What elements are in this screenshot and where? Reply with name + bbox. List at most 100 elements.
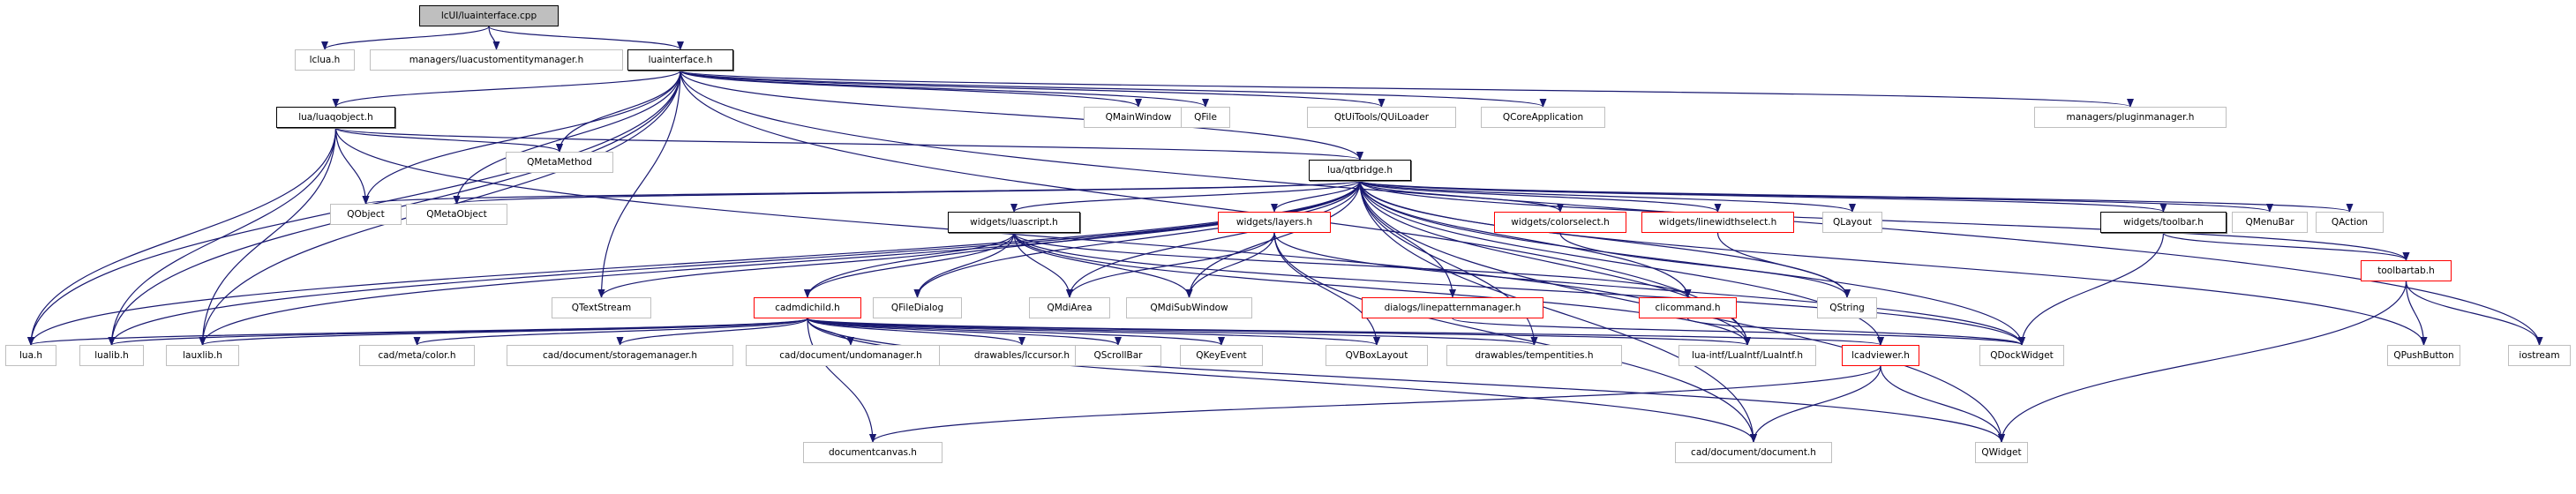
edge-cadmdichild-to-lccursor bbox=[807, 318, 1025, 346]
edge-luascript-to-qdockwidget bbox=[1013, 232, 2025, 346]
node-qaction[interactable]: QAction bbox=[2316, 212, 2384, 233]
edge-luaqobj-to-lauxlib bbox=[199, 127, 337, 346]
edge-cadmdichild-to-qvbox bbox=[807, 318, 1380, 346]
node-document[interactable]: cad/document/document.h bbox=[1675, 442, 1832, 463]
edge-luaif-to-pluginmgr bbox=[680, 70, 2134, 108]
edge-root-to-luaif bbox=[488, 26, 684, 50]
edge-toolbartab-to-iostream bbox=[2405, 281, 2543, 346]
edge-toolbar-to-toolbartab bbox=[2162, 232, 2410, 261]
node-qmenubar[interactable]: QMenuBar bbox=[2232, 212, 2308, 233]
edge-toolbartab-to-qpushbutton bbox=[2405, 281, 2428, 346]
edge-luascript-to-cadmdichild bbox=[804, 232, 1015, 298]
node-qfile[interactable]: QFile bbox=[1181, 107, 1230, 128]
edge-lcadviewer-to-document bbox=[1750, 365, 1881, 443]
edge-qtbridge-to-qaction bbox=[1359, 180, 2353, 213]
node-iostream[interactable]: iostream bbox=[2508, 345, 2571, 366]
edge-luaqobj-to-qobject bbox=[334, 127, 370, 205]
node-qwidget[interactable]: QWidget bbox=[1975, 442, 2028, 463]
edge-linewidth-to-qstring bbox=[1716, 232, 1851, 298]
edge-luaif-to-qmetaobject bbox=[453, 70, 681, 205]
edge-qtbridge-to-qlayout bbox=[1359, 180, 1856, 213]
node-linewidth[interactable]: widgets/linewidthselect.h bbox=[1641, 212, 1794, 233]
node-qmdisub[interactable]: QMdiSubWindow bbox=[1126, 297, 1252, 318]
node-qdockwidget[interactable]: QDockWidget bbox=[1979, 345, 2064, 366]
edge-cadmdichild-to-qscrollbar bbox=[807, 318, 1122, 346]
node-qtbridge[interactable]: lua/qtbridge.h bbox=[1309, 160, 1411, 181]
node-layers[interactable]: widgets/layers.h bbox=[1218, 212, 1331, 233]
node-qmetaobject[interactable]: QMetaObject bbox=[406, 204, 507, 225]
edge-toolbar-to-qdockwidget bbox=[2018, 232, 2165, 346]
node-luaif[interactable]: luainterface.h bbox=[627, 49, 733, 71]
node-luaqobj[interactable]: lua/luaqobject.h bbox=[276, 107, 395, 128]
node-undo[interactable]: cad/document/undomanager.h bbox=[746, 345, 956, 366]
node-qkeyevent[interactable]: QKeyEvent bbox=[1180, 345, 1263, 366]
node-toolbartab[interactable]: toolbartab.h bbox=[2361, 260, 2452, 281]
edge-qtbridge-to-qpushbutton bbox=[1359, 180, 2428, 346]
edge-luascript-to-clicommand bbox=[1013, 232, 1692, 298]
node-qobject[interactable]: QObject bbox=[330, 204, 402, 225]
node-linepattern[interactable]: dialogs/linepatternmanager.h bbox=[1362, 297, 1543, 318]
edge-luaif-to-qcoreapp bbox=[680, 70, 1547, 108]
edge-qtbridge-to-layers bbox=[1271, 180, 1361, 213]
edge-qtbridge-to-tempent bbox=[1359, 180, 1538, 346]
node-lualib[interactable]: lualib.h bbox=[79, 345, 144, 366]
node-qstring[interactable]: QString bbox=[1817, 297, 1877, 318]
edge-cadmdichild-to-storage bbox=[616, 318, 808, 346]
edge-cadmdichild-to-qkeyevent bbox=[807, 318, 1225, 346]
edge-qtbridge-to-lualib bbox=[108, 180, 1361, 346]
node-quiloader[interactable]: QtUiTools/QUiLoader bbox=[1307, 107, 1456, 128]
node-luacem[interactable]: managers/luacustomentitymanager.h bbox=[370, 49, 623, 71]
node-root[interactable]: lcUI/luainterface.cpp bbox=[419, 5, 559, 26]
edge-cadmdichild-to-qwidget bbox=[807, 318, 2005, 443]
edge-luascript-to-luaintf bbox=[1013, 232, 1751, 346]
node-qfiledialog[interactable]: QFileDialog bbox=[873, 297, 962, 318]
node-colorselect[interactable]: widgets/colorselect.h bbox=[1494, 212, 1626, 233]
node-qmetamethod[interactable]: QMetaMethod bbox=[506, 152, 613, 173]
edge-colorselect-to-qstring bbox=[1559, 232, 1851, 298]
edge-qtbridge-to-qmetaobject bbox=[454, 180, 1361, 205]
node-luah[interactable]: lua.h bbox=[5, 345, 56, 366]
edge-layers-to-qmdiarea bbox=[1066, 232, 1275, 298]
node-cadmdichild[interactable]: cadmdichild.h bbox=[754, 297, 861, 318]
node-doccanvas[interactable]: documentcanvas.h bbox=[803, 442, 943, 463]
edge-luaif-to-qfile bbox=[680, 70, 1209, 108]
node-color[interactable]: cad/meta/color.h bbox=[359, 345, 475, 366]
node-lauxlib[interactable]: lauxlib.h bbox=[166, 345, 239, 366]
edge-luascript-to-qmdisub bbox=[1013, 232, 1193, 298]
node-toolbar[interactable]: widgets/toolbar.h bbox=[2100, 212, 2227, 233]
node-qtextstream[interactable]: QTextStream bbox=[552, 297, 651, 318]
edge-luaif-to-qmainwin bbox=[680, 70, 1142, 108]
node-lclua[interactable]: lclua.h bbox=[295, 49, 355, 71]
edge-layers-to-qmdisub bbox=[1185, 232, 1275, 298]
edge-qtbridge-to-qdockwidget bbox=[1359, 180, 2025, 346]
edge-lcadviewer-to-doccanvas bbox=[869, 365, 1881, 443]
edge-clicommand-to-qdockwidget bbox=[1686, 318, 2025, 346]
node-qvbox[interactable]: QVBoxLayout bbox=[1326, 345, 1428, 366]
edge-luaif-to-quiloader bbox=[680, 70, 1386, 108]
edge-luascript-to-qtextstream bbox=[597, 232, 1015, 298]
node-luascript[interactable]: widgets/luascript.h bbox=[948, 212, 1080, 233]
edge-luaif-to-qtbridge bbox=[680, 70, 1363, 161]
node-qcoreapp[interactable]: QCoreApplication bbox=[1481, 107, 1605, 128]
edge-qtbridge-to-qfiledialog bbox=[913, 180, 1361, 298]
node-qmainwin[interactable]: QMainWindow bbox=[1084, 107, 1193, 128]
node-luaintf[interactable]: lua-intf/LuaIntf/LuaIntf.h bbox=[1679, 345, 1816, 366]
node-qmdiarea[interactable]: QMdiArea bbox=[1029, 297, 1110, 318]
edge-luascript-to-qmdiarea bbox=[1013, 232, 1073, 298]
node-pluginmgr[interactable]: managers/pluginmanager.h bbox=[2034, 107, 2227, 128]
node-qpushbutton[interactable]: QPushButton bbox=[2387, 345, 2460, 366]
edge-layers-to-document bbox=[1273, 232, 1757, 443]
node-lcadviewer[interactable]: lcadviewer.h bbox=[1842, 345, 1919, 366]
node-qscrollbar[interactable]: QScrollBar bbox=[1075, 345, 1161, 366]
node-tempent[interactable]: drawables/tempentities.h bbox=[1446, 345, 1622, 366]
node-storage[interactable]: cad/document/storagemanager.h bbox=[507, 345, 733, 366]
edge-luascript-to-qfiledialog bbox=[913, 232, 1015, 298]
node-clicommand[interactable]: clicommand.h bbox=[1639, 297, 1737, 318]
edge-layers-to-qvbox bbox=[1273, 232, 1380, 346]
edge-cadmdichild-to-lualib bbox=[108, 318, 808, 346]
node-qlayout[interactable]: QLayout bbox=[1822, 212, 1882, 233]
edge-qtbridge-to-document bbox=[1359, 180, 1757, 443]
edge-qtbridge-to-linewidth bbox=[1359, 180, 1722, 213]
